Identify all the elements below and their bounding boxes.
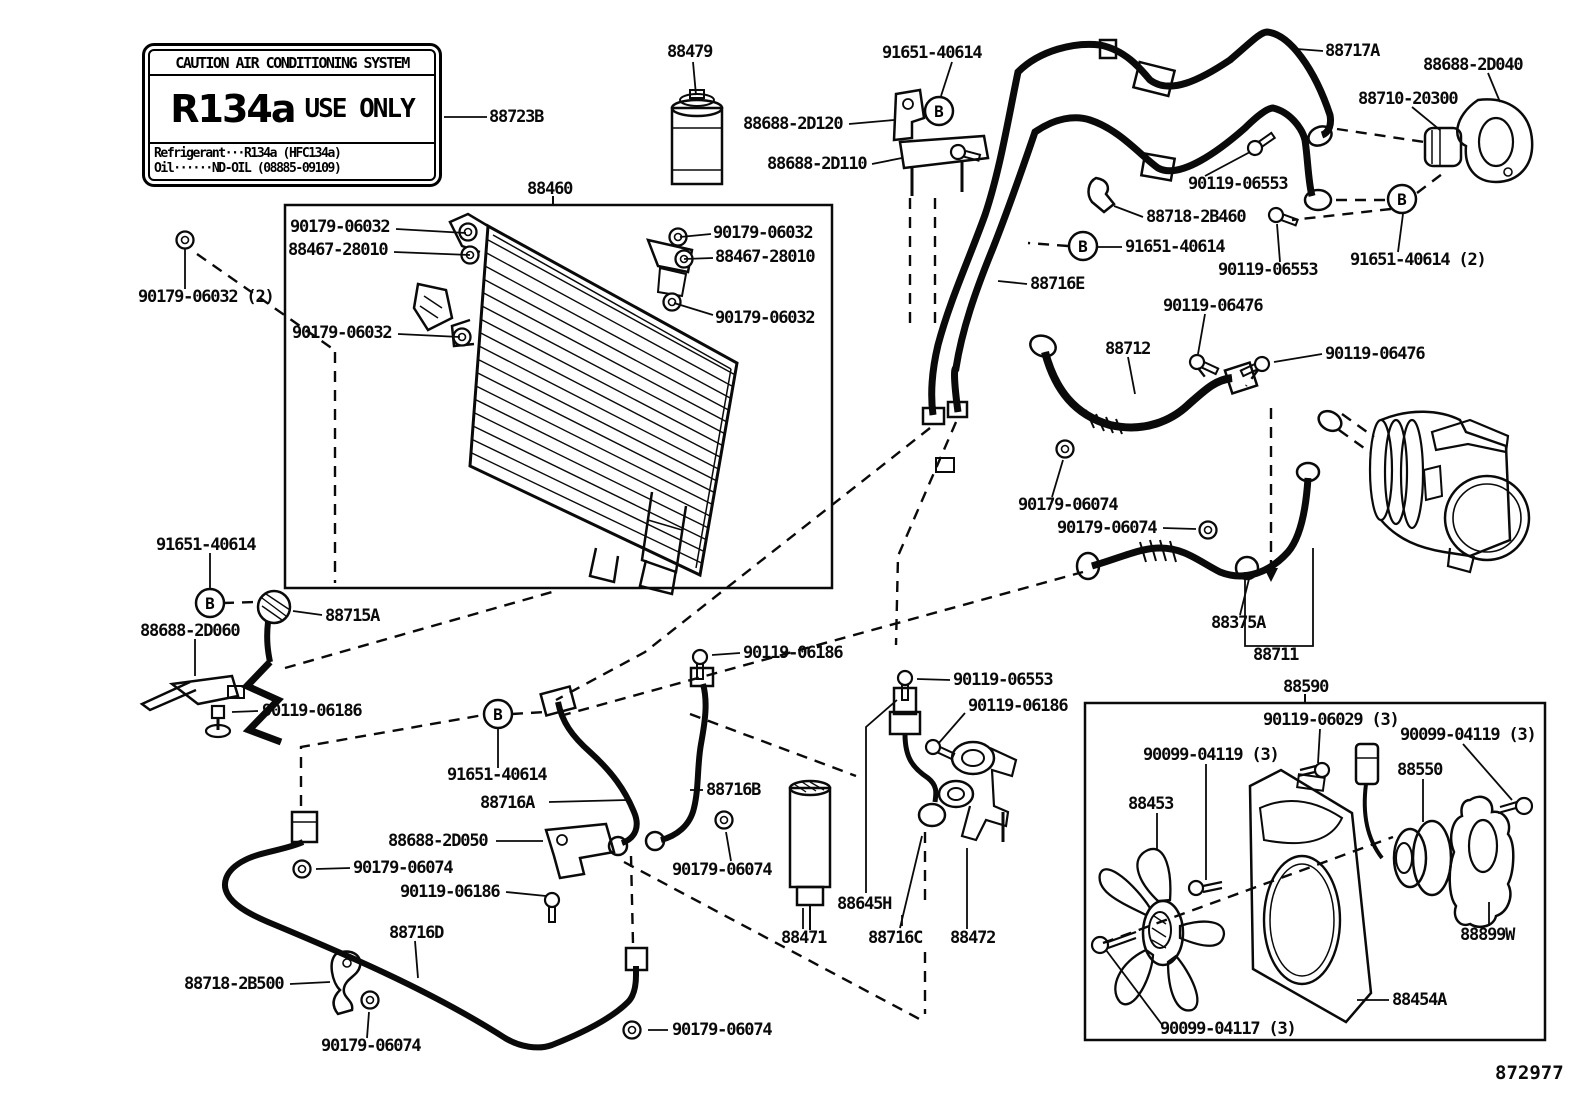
receiver-drier-drawing — [788, 686, 1018, 930]
part-label: 90179-06074 — [353, 858, 454, 878]
part-label: 91651-40614 — [156, 535, 257, 555]
part-label: 88479 — [667, 42, 713, 62]
part-label: 90099-04117 (3) — [1160, 1019, 1297, 1039]
leader-lines — [184, 48, 1513, 1039]
part-label: 90179-06074 — [1018, 495, 1119, 515]
part-label: 88454A — [1392, 990, 1447, 1010]
use-only-text: USE ONLY — [304, 94, 416, 124]
pipe-88716d-drawing — [222, 810, 649, 1051]
pipe-88715a-drawing — [139, 589, 292, 746]
condenser-box — [283, 196, 834, 590]
part-label: 90179-06032 — [713, 223, 814, 243]
clamp-2b460-drawing — [1087, 176, 1116, 214]
part-label: 88710-20300 — [1358, 89, 1459, 109]
assembly-arrowhead — [1264, 568, 1278, 582]
caution-plate-header: CAUTION AIR CONDITIONING SYSTEM — [150, 51, 434, 76]
part-label: 90119-06186 — [262, 701, 363, 721]
part-label: 88718-2B500 — [184, 974, 285, 994]
compressor-drawing — [1317, 409, 1531, 574]
svg-text:B: B — [205, 594, 215, 613]
part-label: 88716C — [868, 928, 923, 948]
svg-text:B: B — [493, 705, 503, 724]
part-label: 88899W — [1460, 925, 1515, 945]
part-label: 90119-06186 — [968, 696, 1069, 716]
part-label: 88718-2B460 — [1146, 207, 1247, 227]
part-label: 90179-06032 (2) — [138, 287, 275, 307]
caution-plate-line2: Oil······ND-OIL (08885-09109) — [154, 161, 342, 176]
part-label: 88467-28010 — [715, 247, 816, 267]
part-label: 90119-06553 — [953, 670, 1054, 690]
part-label: 88688-2D050 — [388, 831, 489, 851]
part-label: 88688-2D120 — [743, 114, 844, 134]
svg-text:B: B — [1397, 190, 1407, 209]
part-label: 88711 — [1253, 645, 1299, 665]
part-label: 90179-06074 — [672, 1020, 773, 1040]
part-label: 88453 — [1128, 794, 1174, 814]
part-label: 90179-06074 — [1057, 518, 1158, 538]
part-label: 90099-04119 (3) — [1143, 745, 1280, 765]
refrigerant-code: R134a — [170, 87, 296, 131]
part-label: 91651-40614 — [447, 765, 548, 785]
part-label: 88375A — [1211, 613, 1266, 633]
assembly-dashed-lines — [196, 127, 1447, 1024]
part-label: 90119-06553 — [1218, 260, 1319, 280]
svg-text:B: B — [1078, 237, 1088, 256]
part-label: 88550 — [1397, 760, 1443, 780]
part-label: 91651-40614 — [882, 43, 983, 63]
part-label: 88590 — [1283, 677, 1329, 697]
part-label: 90179-06032 — [292, 323, 393, 343]
part-label: 91651-40614 — [1125, 237, 1226, 257]
part-label: 88688-2D040 — [1423, 55, 1524, 75]
part-label: 88716E — [1030, 274, 1085, 294]
circled-b-markers: B B B B B — [194, 95, 1418, 730]
part-label: 88716A — [480, 793, 535, 813]
part-label: 88472 — [950, 928, 996, 948]
part-label: 90179-06074 — [321, 1036, 422, 1056]
part-label: 90119-06029 (3) — [1263, 710, 1400, 730]
part-label: 88460 — [527, 179, 573, 199]
fan-motor-assembly-drawing — [1090, 742, 1534, 1024]
part-label: 90119-06186 — [743, 643, 844, 663]
part-label: 90119-06476 — [1325, 344, 1426, 364]
part-label: 88471 — [781, 928, 827, 948]
part-label: 88688-2D060 — [140, 621, 241, 641]
part-label: 88716B — [706, 780, 761, 800]
part-label: 90179-06074 — [672, 860, 773, 880]
part-label: 88688-2D110 — [767, 154, 868, 174]
pipe-bracket-drawings — [892, 88, 990, 196]
liquid-hose-88711-drawing — [1075, 461, 1321, 647]
fan-assembly-box — [1083, 694, 1547, 1042]
condenser-drawing — [412, 212, 739, 596]
part-label: 90099-04119 (3) — [1400, 725, 1537, 745]
part-label: 90119-06476 — [1163, 296, 1264, 316]
part-label: 90119-06186 — [400, 882, 501, 902]
pipes-88716ab-drawing — [539, 666, 715, 880]
receiver-canister-drawing — [670, 89, 724, 186]
part-label: 88645H — [837, 894, 892, 914]
drawing-number: 872977 — [1495, 1062, 1564, 1084]
part-label: 88715A — [325, 606, 380, 626]
part-label: 88723B — [489, 107, 544, 127]
part-label: 88717A — [1325, 41, 1380, 61]
discharge-hose-drawing — [921, 28, 1334, 473]
svg-text:B: B — [934, 102, 944, 121]
part-label: 88716D — [389, 923, 444, 943]
part-label: 90179-06032 — [290, 217, 391, 237]
caution-plate-line1: Refrigerant···R134a (HFC134a) — [154, 146, 342, 161]
part-label: 91651-40614 (2) — [1350, 250, 1487, 270]
part-label: 90119-06553 — [1188, 174, 1289, 194]
part-label: 90179-06032 — [715, 308, 816, 328]
part-label: 88467-28010 — [288, 240, 389, 260]
part-label: 88712 — [1105, 339, 1151, 359]
suction-hose-88712-drawing — [1029, 334, 1259, 435]
caution-plate: CAUTION AIR CONDITIONING SYSTEM R134a US… — [142, 43, 442, 187]
fastener-glyphs — [175, 131, 1299, 1040]
grommet-and-plate-drawing — [1423, 98, 1534, 184]
